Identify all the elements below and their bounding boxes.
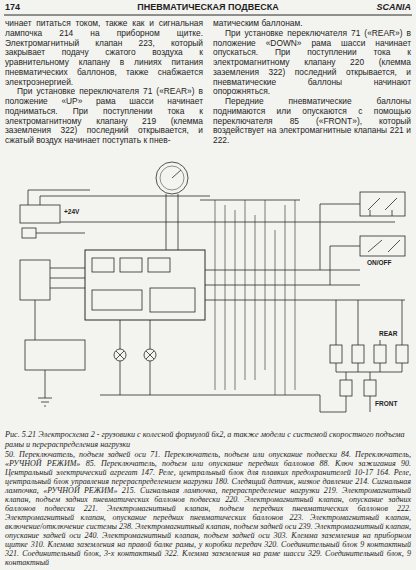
gauge-needle [172, 170, 181, 178]
switch-symbol [368, 198, 397, 216]
wire-bundle [215, 200, 295, 395]
body-paragraph: При установке переключателя 71 («REAR») … [5, 87, 203, 146]
parts-legend: 50. Переключатель, подъем задней оси 71.… [5, 450, 411, 567]
text-column: чинает питаться током, также как и сигна… [5, 19, 203, 146]
solenoid-valve [330, 345, 342, 363]
valve-wire [320, 372, 370, 412]
brand-name: SCANIA [376, 2, 411, 13]
gauge-dial [160, 166, 184, 190]
switch-wire [320, 204, 360, 285]
signal-wire [120, 196, 405, 300]
figure-caption: Рис. 5.21 Электросхема 2 - грузовики с к… [5, 430, 411, 449]
text-column: матическим баллонам.При установке перекл… [213, 19, 411, 146]
connector-block [20, 260, 50, 300]
fuse-block [20, 205, 60, 223]
signal-wire [35, 268, 85, 340]
switch-box [360, 236, 405, 256]
solenoid-valve [352, 345, 364, 363]
relay-box [92, 258, 114, 272]
gauge-wire [166, 194, 178, 250]
page-header: 174 ПНЕВМАТИЧЕСКАЯ ПОДВЕСКА SCANIA [5, 2, 411, 14]
pressure-gauge [156, 162, 188, 194]
solenoid-valve [364, 380, 376, 396]
switch-symbol [368, 240, 400, 252]
solenoid-valve [374, 345, 386, 363]
section-title: ПНЕВМАТИЧЕСКАЯ ПОДВЕСКА [137, 2, 279, 13]
relay-box [148, 258, 170, 272]
figure-caption-block: Рис. 5.21 Электросхема 2 - грузовики с к… [5, 430, 411, 567]
switch-box [360, 192, 405, 216]
body-paragraph: чинает питаться током, также как и сигна… [5, 19, 203, 87]
valve-group-label: FRONT [374, 400, 398, 408]
connector-block [25, 340, 85, 370]
solenoid-valve [396, 345, 408, 363]
lamp-wire [100, 320, 320, 395]
page-number: 174 [5, 2, 20, 13]
central-unit [85, 250, 205, 320]
body-paragraph: матическим баллонам. [213, 19, 411, 29]
switch-label: ON/OFF [366, 259, 393, 267]
valve-wire [336, 300, 402, 372]
control-unit [150, 288, 195, 312]
supply-wire [28, 190, 395, 233]
fuse-row [92, 290, 142, 310]
relay-box [120, 258, 142, 272]
solenoid-valve [340, 380, 352, 396]
valve-group-label: REAR [378, 330, 398, 338]
header-rule [4, 15, 412, 16]
lamp-wire [116, 320, 124, 395]
body-paragraph: При установке переключателя 71 («REAR») … [213, 29, 411, 97]
ground-symbol [38, 370, 52, 406]
voltage-label: +24V [63, 208, 80, 216]
body-paragraph: Передние пневматические баллоны поднимаю… [213, 97, 411, 146]
connector-block [22, 228, 36, 238]
